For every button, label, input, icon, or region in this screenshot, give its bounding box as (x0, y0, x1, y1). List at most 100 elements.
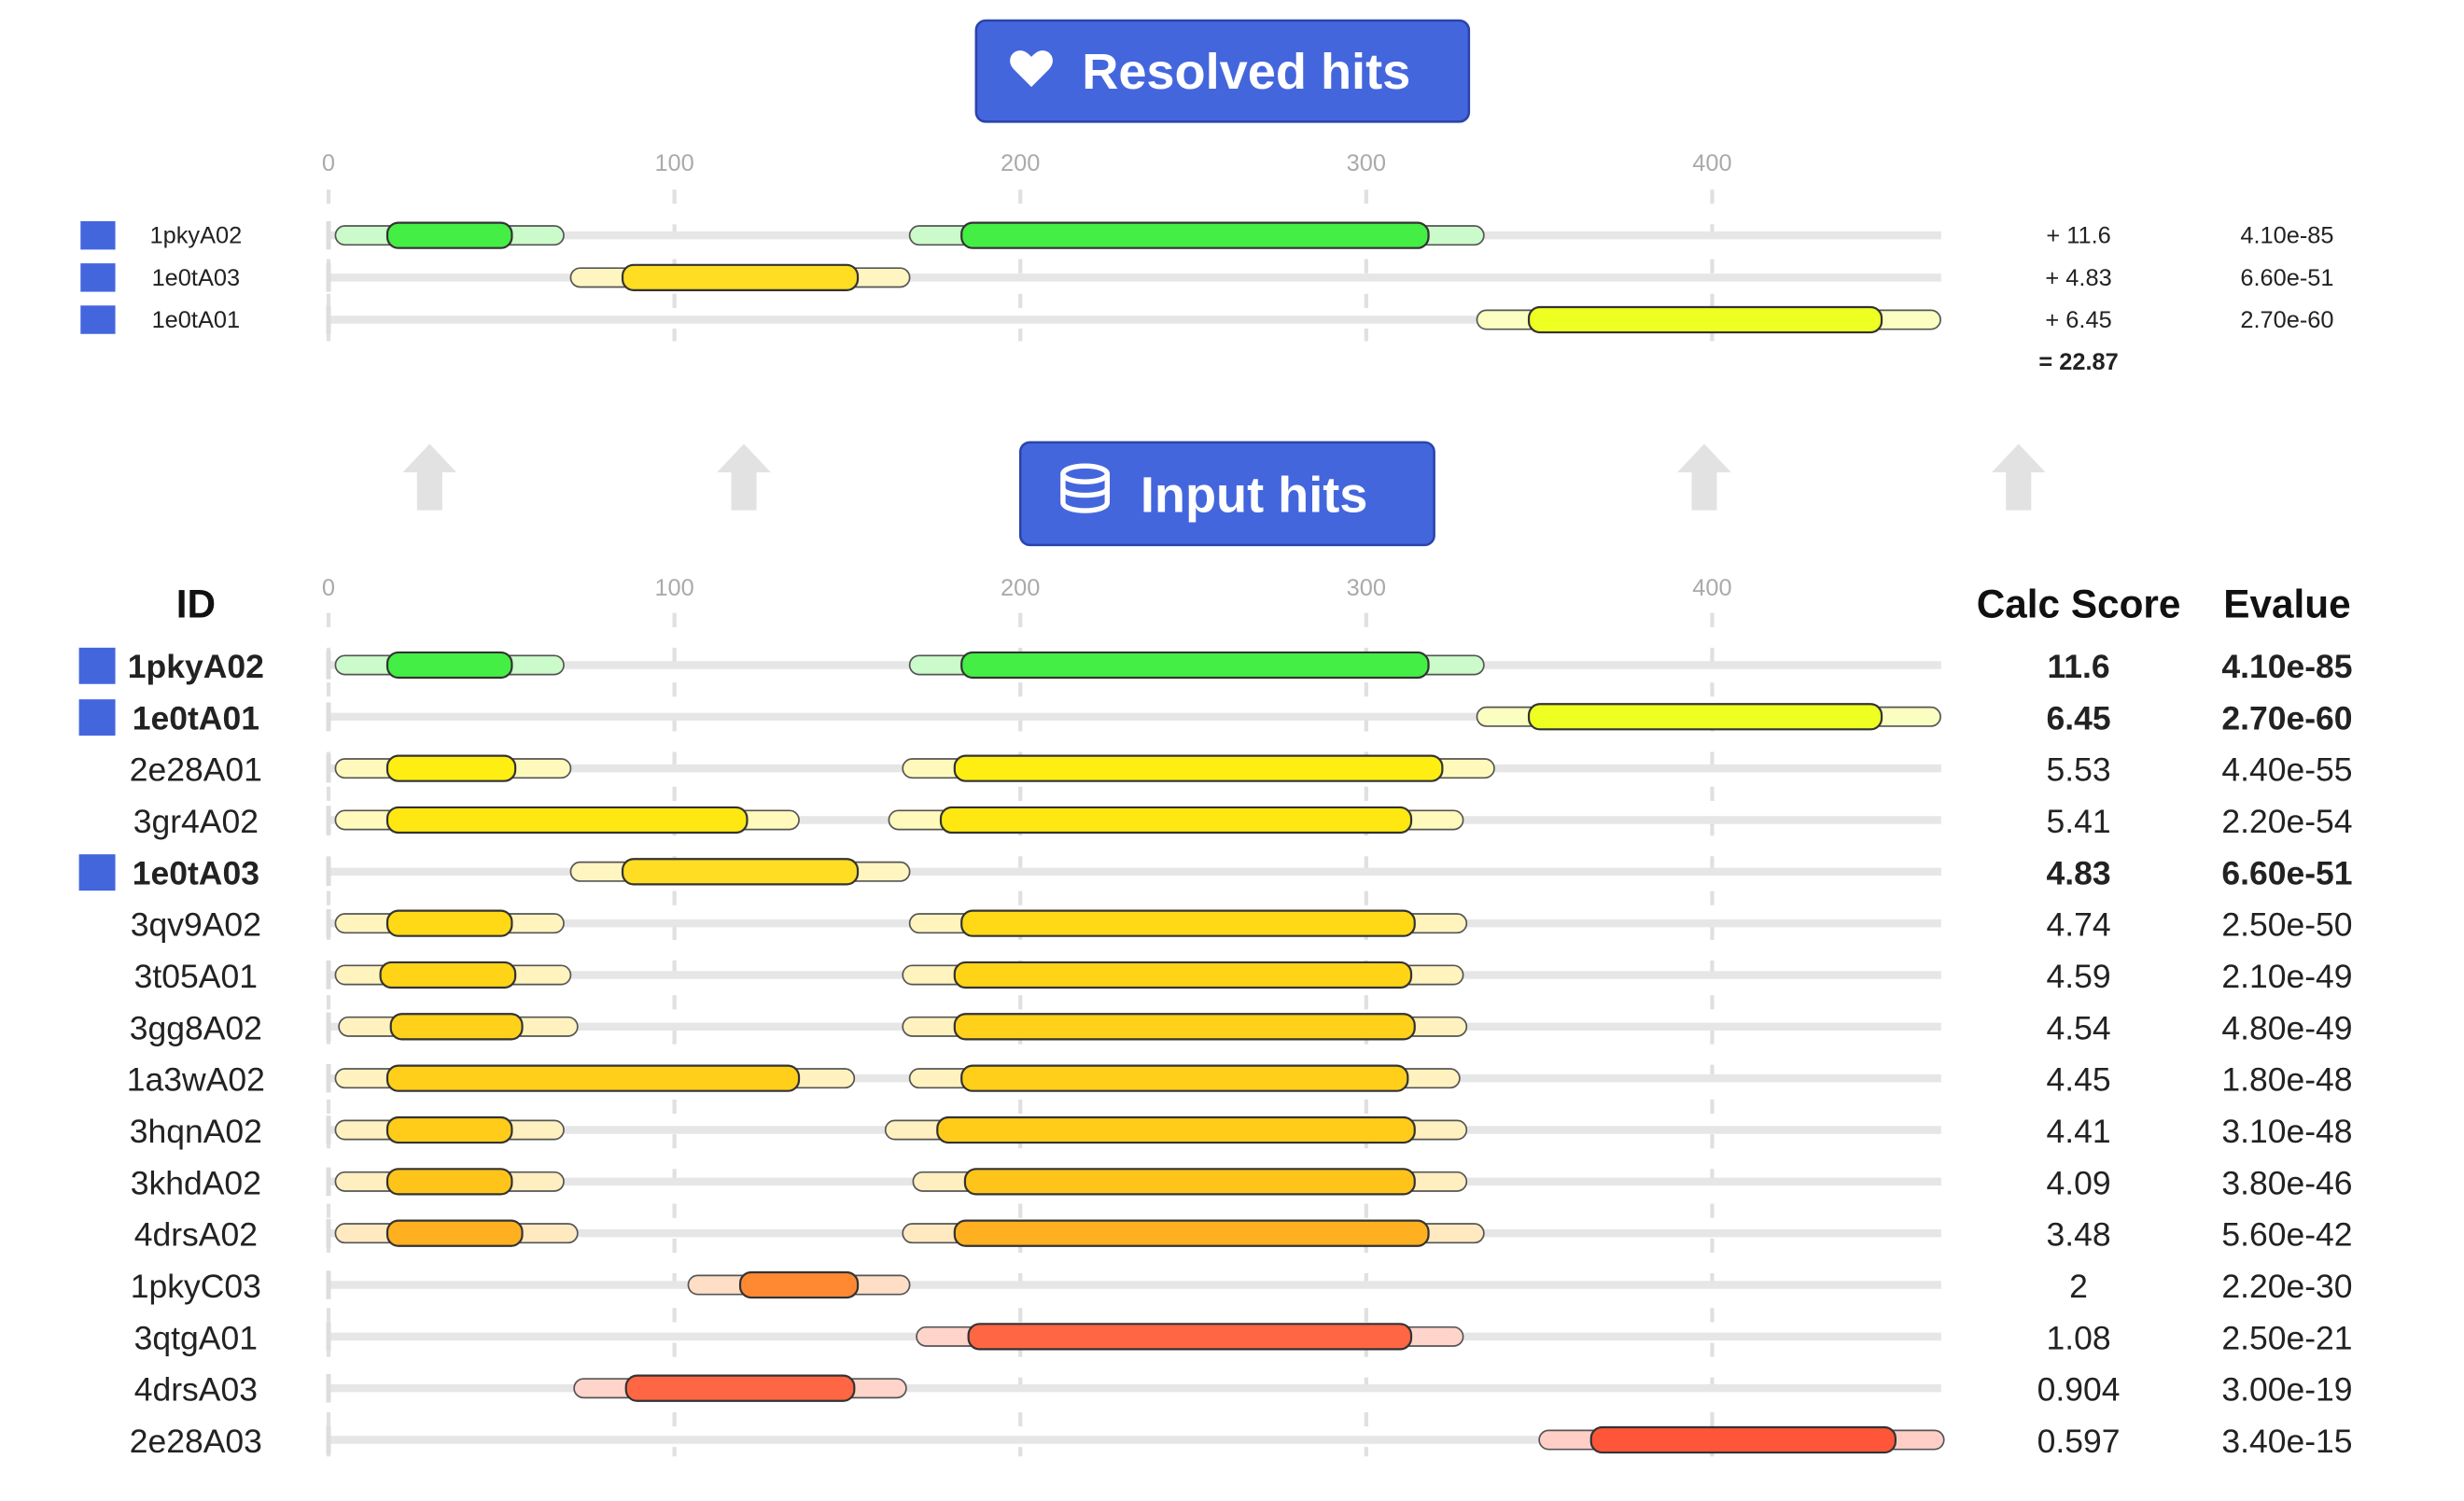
input-hit-row: 3gg8A02 4.54 4.80e-49 (130, 1009, 2353, 1046)
segment-core (385, 1168, 513, 1196)
hit-score: 0.904 (2037, 1371, 2121, 1409)
hit-score: 11.6 (2047, 648, 2109, 685)
segment-core (1527, 305, 1883, 334)
segment-core (960, 651, 1430, 680)
segment-core (385, 754, 517, 782)
segment-core (385, 651, 513, 680)
input-hits-section: 0 100 200 300 400 1pkyA02 11.6 4.10e-85 1e0tA01 6… (78, 575, 2353, 1460)
hit-id: 1pkyC03 (131, 1268, 261, 1305)
id-column-header: ID (176, 582, 216, 626)
resolved-hits-button-bg (974, 19, 1471, 123)
segment-core (385, 909, 513, 937)
hit-id: 3gr4A02 (133, 803, 259, 840)
hit-score: 2 (2069, 1268, 2088, 1305)
hit-evalue: 2.10e-49 (2221, 958, 2352, 995)
segment-core (1589, 1425, 1897, 1454)
hit-evalue: 4.10e-85 (2221, 648, 2352, 685)
hit-score: 1.08 (2047, 1319, 2111, 1356)
input-hit-row: 1e0tA01 6.45 2.70e-60 (78, 699, 2353, 736)
hit-id: 1e0tA03 (152, 265, 241, 291)
axis-tick-label: 0 (322, 575, 335, 601)
hit-score: + 11.6 (2046, 223, 2110, 249)
segment-core (960, 909, 1416, 937)
total-score: = 22.87 (2038, 349, 2118, 375)
hit-evalue: 6.60e-51 (2221, 854, 2352, 891)
input-hits-title: Input hits (1141, 467, 1368, 523)
hit-evalue: 4.80e-49 (2221, 1009, 2352, 1046)
hit-evalue: 2.70e-60 (2240, 307, 2333, 333)
database-icon (1060, 463, 1111, 513)
segment-core (385, 1219, 524, 1247)
segment-core (385, 806, 749, 835)
hit-evalue: 3.10e-48 (2221, 1113, 2352, 1150)
hit-id: 3gg8A02 (130, 1009, 262, 1046)
hit-score: 6.45 (2047, 699, 2111, 736)
segment-core (953, 961, 1413, 989)
segment-core (960, 1064, 1409, 1092)
axis-tick-label: 200 (1001, 150, 1040, 176)
hit-evalue: 3.00e-19 (2221, 1371, 2352, 1409)
hit-score: + 4.83 (2045, 265, 2111, 291)
hit-id: 1pkyA02 (128, 648, 264, 685)
resolved-hits-title: Resolved hits (1082, 44, 1410, 100)
hit-score: 3.48 (2047, 1216, 2111, 1254)
axis-tick-label: 200 (1001, 575, 1040, 601)
segment-core (953, 754, 1444, 782)
segment-core (621, 263, 860, 291)
calc-score-column-header: Calc Score (1977, 582, 2181, 626)
hit-id: 2e28A01 (130, 751, 262, 789)
hit-id: 1e0tA01 (152, 307, 241, 333)
segment-core (738, 1270, 860, 1299)
hit-score: 0.597 (2037, 1423, 2121, 1460)
hit-id: 3qv9A02 (131, 906, 261, 944)
segment-core (1527, 703, 1883, 731)
axis-tick-label: 100 (654, 150, 693, 176)
hit-evalue: 4.10e-85 (2240, 223, 2333, 249)
axis-tick-label: 100 (654, 575, 693, 601)
axis-tick-label: 300 (1347, 575, 1386, 601)
segment-core (963, 1168, 1416, 1196)
segment-core (385, 221, 513, 249)
selected-marker (80, 305, 116, 334)
axis-tick-label: 400 (1692, 575, 1731, 601)
hit-evalue: 2.20e-54 (2221, 803, 2352, 840)
axis-tick-label: 300 (1347, 150, 1386, 176)
hit-score: 5.41 (2047, 803, 2111, 840)
selected-marker (78, 647, 116, 684)
hit-score: 4.54 (2047, 1009, 2111, 1046)
hit-id: 1e0tA01 (133, 699, 259, 736)
hit-id: 3qtgA01 (134, 1319, 258, 1356)
up-arrow-icon (402, 443, 457, 511)
hit-score: + 6.45 (2045, 307, 2111, 333)
hit-score: 4.45 (2047, 1061, 2111, 1099)
input-hits-button-bg (1018, 441, 1435, 547)
segment-core (385, 1064, 801, 1092)
segment-core (960, 221, 1430, 249)
hit-evalue: 2.70e-60 (2221, 699, 2352, 736)
input-hits-button[interactable]: Input hits (1018, 441, 1435, 547)
selected-marker (80, 263, 116, 292)
hit-evalue: 3.80e-46 (2221, 1164, 2352, 1201)
up-arrows (402, 443, 2046, 511)
hit-score: 5.53 (2047, 751, 2111, 789)
hit-evalue: 5.60e-42 (2221, 1216, 2352, 1254)
segment-core (621, 858, 860, 886)
input-hit-row: 1pkyA02 11.6 4.10e-85 (78, 647, 2353, 685)
resolved-hits-button[interactable]: Resolved hits (974, 19, 1471, 123)
selected-marker (78, 854, 116, 891)
segment-core (953, 1219, 1430, 1247)
heart-icon (1010, 50, 1053, 88)
selected-marker (78, 699, 116, 736)
